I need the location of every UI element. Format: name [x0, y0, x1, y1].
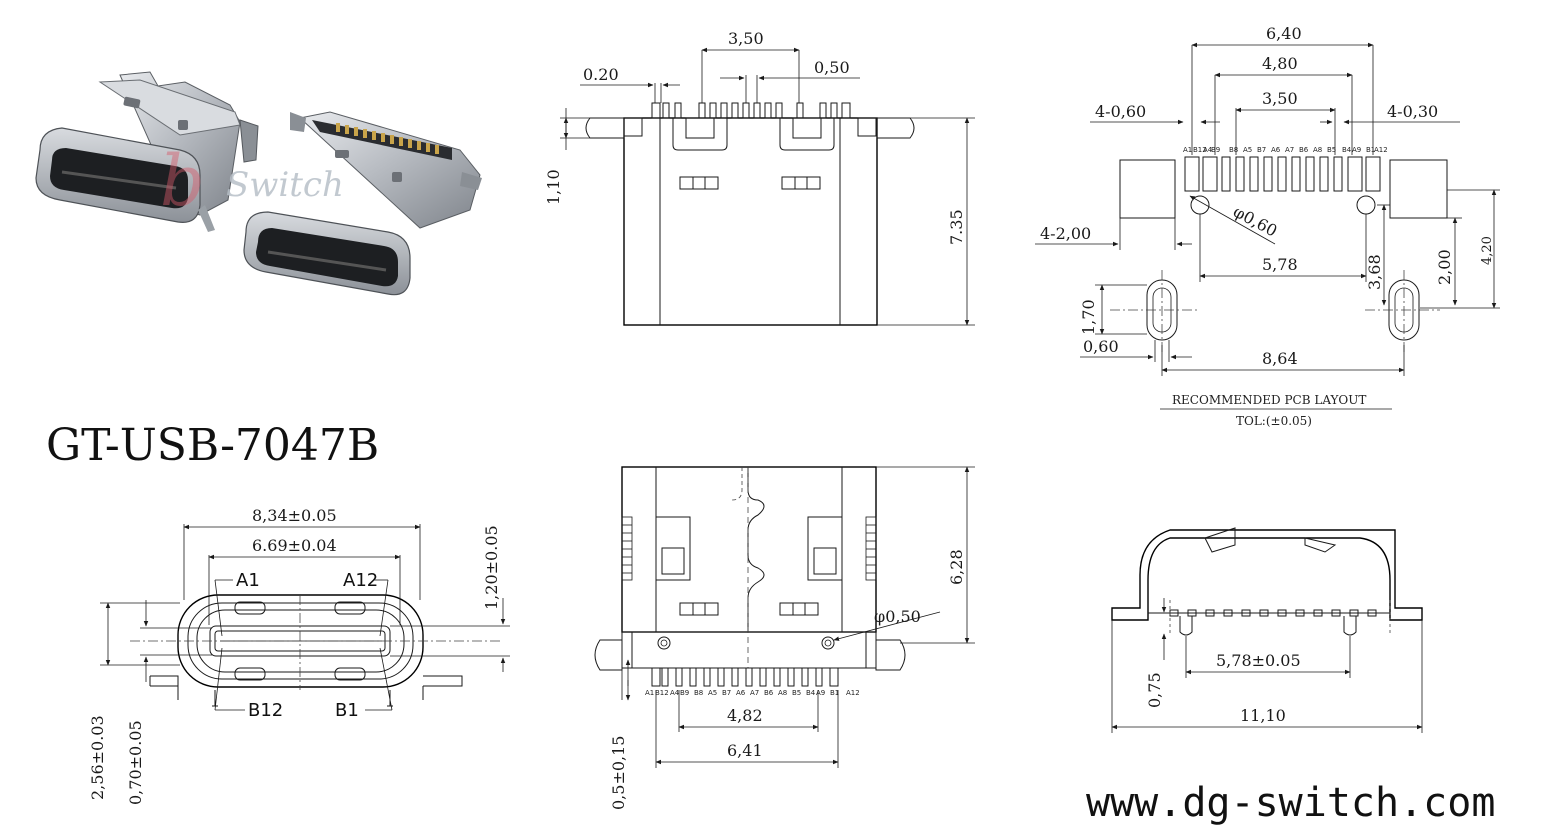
signal-pads	[1184, 156, 1381, 192]
pcb-pin-label-b7: B7	[1257, 146, 1266, 154]
photo-watermark-brand: Switch	[226, 165, 344, 205]
bottom-pin-label-a12: A12	[846, 689, 860, 697]
front-contacts	[230, 630, 370, 652]
bottom-pin-label-b7: B7	[722, 689, 731, 697]
bottom-pin-label-b6: B6	[764, 689, 774, 697]
pcb-layout-tolerance: TOL:(±0.05)	[1236, 414, 1312, 428]
dim-pin-width: 0.20	[583, 65, 619, 84]
pcb-pin-label-b9: B9	[1211, 146, 1220, 154]
dim-pitch-group: 3,50	[728, 29, 764, 48]
pcb-pin-label-a1: A1	[1183, 146, 1192, 154]
dim-large-pad: 4-2,00	[1040, 224, 1091, 243]
dim-pin-pitch: 0,50	[814, 58, 850, 77]
bottom-pin-label-a8: A8	[778, 689, 787, 697]
bottom-view-pins	[651, 667, 839, 687]
bottom-pin-label-b4: B4	[806, 689, 816, 697]
dim-post-dia: φ0,50	[874, 607, 921, 626]
connector-photo-2	[243, 111, 482, 296]
pcb-pin-label-a9: A9	[1352, 146, 1361, 154]
dim-mid-pads: 4,80	[1262, 54, 1298, 73]
pcb-pin-label-b6: B6	[1299, 146, 1309, 154]
dim-slot-spacing: 8,64	[1262, 349, 1298, 368]
bottom-view-ribs	[621, 516, 877, 581]
dim-slot-length: 1,70	[1079, 299, 1098, 335]
dim-overall-height: 4,20	[1480, 236, 1495, 265]
bottom-pin-label-a7: A7	[750, 689, 759, 697]
label-a1: A1	[236, 570, 260, 591]
dim-post-spacing: 5,78±0.05	[1216, 651, 1301, 670]
front-view: A1 A12 B12 B1 8,34±0.05 6.69±0.04 1,20±0…	[88, 506, 510, 805]
pcb-pin-label-a5: A5	[1243, 146, 1252, 154]
part-number: GT-USB-7047B	[46, 420, 379, 471]
top-view-pins	[651, 102, 851, 119]
dim-pad-width-left: 4-0,60	[1095, 102, 1146, 121]
photo-watermark-glyph: b	[160, 140, 205, 222]
label-b12: B12	[248, 700, 283, 721]
bottom-pin-label-b9: B9	[680, 689, 689, 697]
dim-tongue-thickness: 0,70±0.05	[126, 720, 145, 805]
dim-slot-width: 0,60	[1083, 337, 1119, 356]
pcb-pin-label-a8: A8	[1313, 146, 1322, 154]
pcb-layout-title: RECOMMENDED PCB LAYOUT	[1172, 393, 1366, 407]
dim-bottom-length: 6,28	[947, 549, 966, 585]
pcb-pin-label-b1: B1	[1366, 146, 1375, 154]
dim-tongue-offset: 1,20±0.05	[482, 525, 501, 610]
dim-overall-pads: 6,40	[1266, 24, 1302, 43]
post-right	[821, 636, 835, 650]
large-pad-left	[1119, 159, 1176, 219]
dim-pad-width-right: 4-0,30	[1387, 102, 1438, 121]
pcb-pin-label-a4: A4	[1203, 146, 1213, 154]
pcb-pin-label-a7: A7	[1285, 146, 1294, 154]
side-view: 5,78±0.05 0,75 11,10	[1111, 527, 1423, 733]
label-b1: B1	[335, 700, 359, 721]
top-view: 3,50 0.20 0,50 1,10 7.35	[544, 29, 975, 326]
bottom-pin-label-a9: A9	[816, 689, 825, 697]
side-view-pins	[1169, 609, 1377, 617]
post-left	[657, 636, 671, 650]
label-a12: A12	[343, 570, 378, 591]
dim-inner-pads: 3,50	[1262, 89, 1298, 108]
dim-standoff: 0,5±0,15	[609, 736, 628, 810]
dim-outer-pins: 6,41	[727, 741, 763, 760]
pcb-pin-label-b5: B5	[1327, 146, 1336, 154]
pcb-pin-label-b12: B12	[1193, 146, 1207, 154]
website-url: www.dg-switch.com	[1086, 780, 1495, 826]
dim-overall-width: 11,10	[1240, 706, 1286, 725]
dim-hole-spacing: 5,78	[1262, 255, 1298, 274]
pcb-pin-label-a6: A6	[1271, 146, 1281, 154]
bottom-pin-label-a5: A5	[708, 689, 717, 697]
dim-body-length: 7.35	[947, 209, 966, 245]
bottom-pin-label-b12: B12	[655, 689, 669, 697]
dim-inner-pins: 4,82	[727, 706, 763, 725]
bottom-pin-label-a1: A1	[645, 689, 654, 697]
dim-hole-dia: φ0,60	[1230, 202, 1280, 241]
connector-photo-1	[35, 71, 259, 232]
bottom-pin-label-b5: B5	[792, 689, 801, 697]
pcb-pin-label-a12: A12	[1374, 146, 1388, 154]
pcb-pin-label-b8: B8	[1229, 146, 1238, 154]
dim-outer-width: 8,34±0.05	[252, 506, 337, 525]
dim-height: 2,56±0.03	[88, 715, 107, 800]
product-photo: b Switch	[35, 71, 482, 296]
bottom-pin-label-a4: A4	[670, 689, 680, 697]
dim-tab-height: 1,10	[544, 169, 563, 205]
bottom-pin-label-b8: B8	[694, 689, 703, 697]
pcb-hole-right	[1356, 195, 1376, 215]
dim-hole-offset: 3,68	[1365, 254, 1384, 290]
dim-slot-offset: 2,00	[1435, 249, 1454, 285]
dim-inner-width: 6.69±0.04	[252, 536, 337, 555]
dim-post-height: 0,75	[1145, 672, 1164, 708]
bottom-pin-label-a6: A6	[736, 689, 746, 697]
bottom-pin-label-b1: B1	[830, 689, 839, 697]
large-pad-right	[1389, 159, 1448, 219]
pcb-pin-label-b4: B4	[1342, 146, 1352, 154]
